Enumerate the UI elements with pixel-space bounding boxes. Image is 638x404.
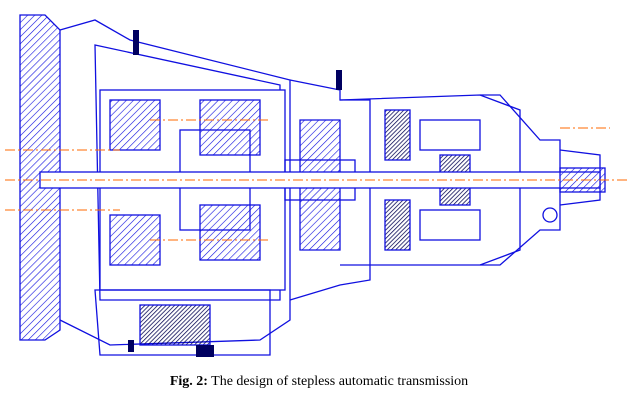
figure-caption-text: The design of stepless automatic transmi… [207, 374, 469, 389]
centerlines [5, 119, 630, 241]
transmission-cross-section-drawing [5, 14, 630, 357]
gear-case [99, 89, 286, 291]
figure-label: Fig. 2: [169, 374, 208, 389]
figure-caption: Fig. 2: The design of stepless automatic… [0, 374, 638, 390]
oil-pan [94, 289, 271, 356]
bolts [128, 30, 342, 357]
middle-housing [284, 79, 371, 301]
